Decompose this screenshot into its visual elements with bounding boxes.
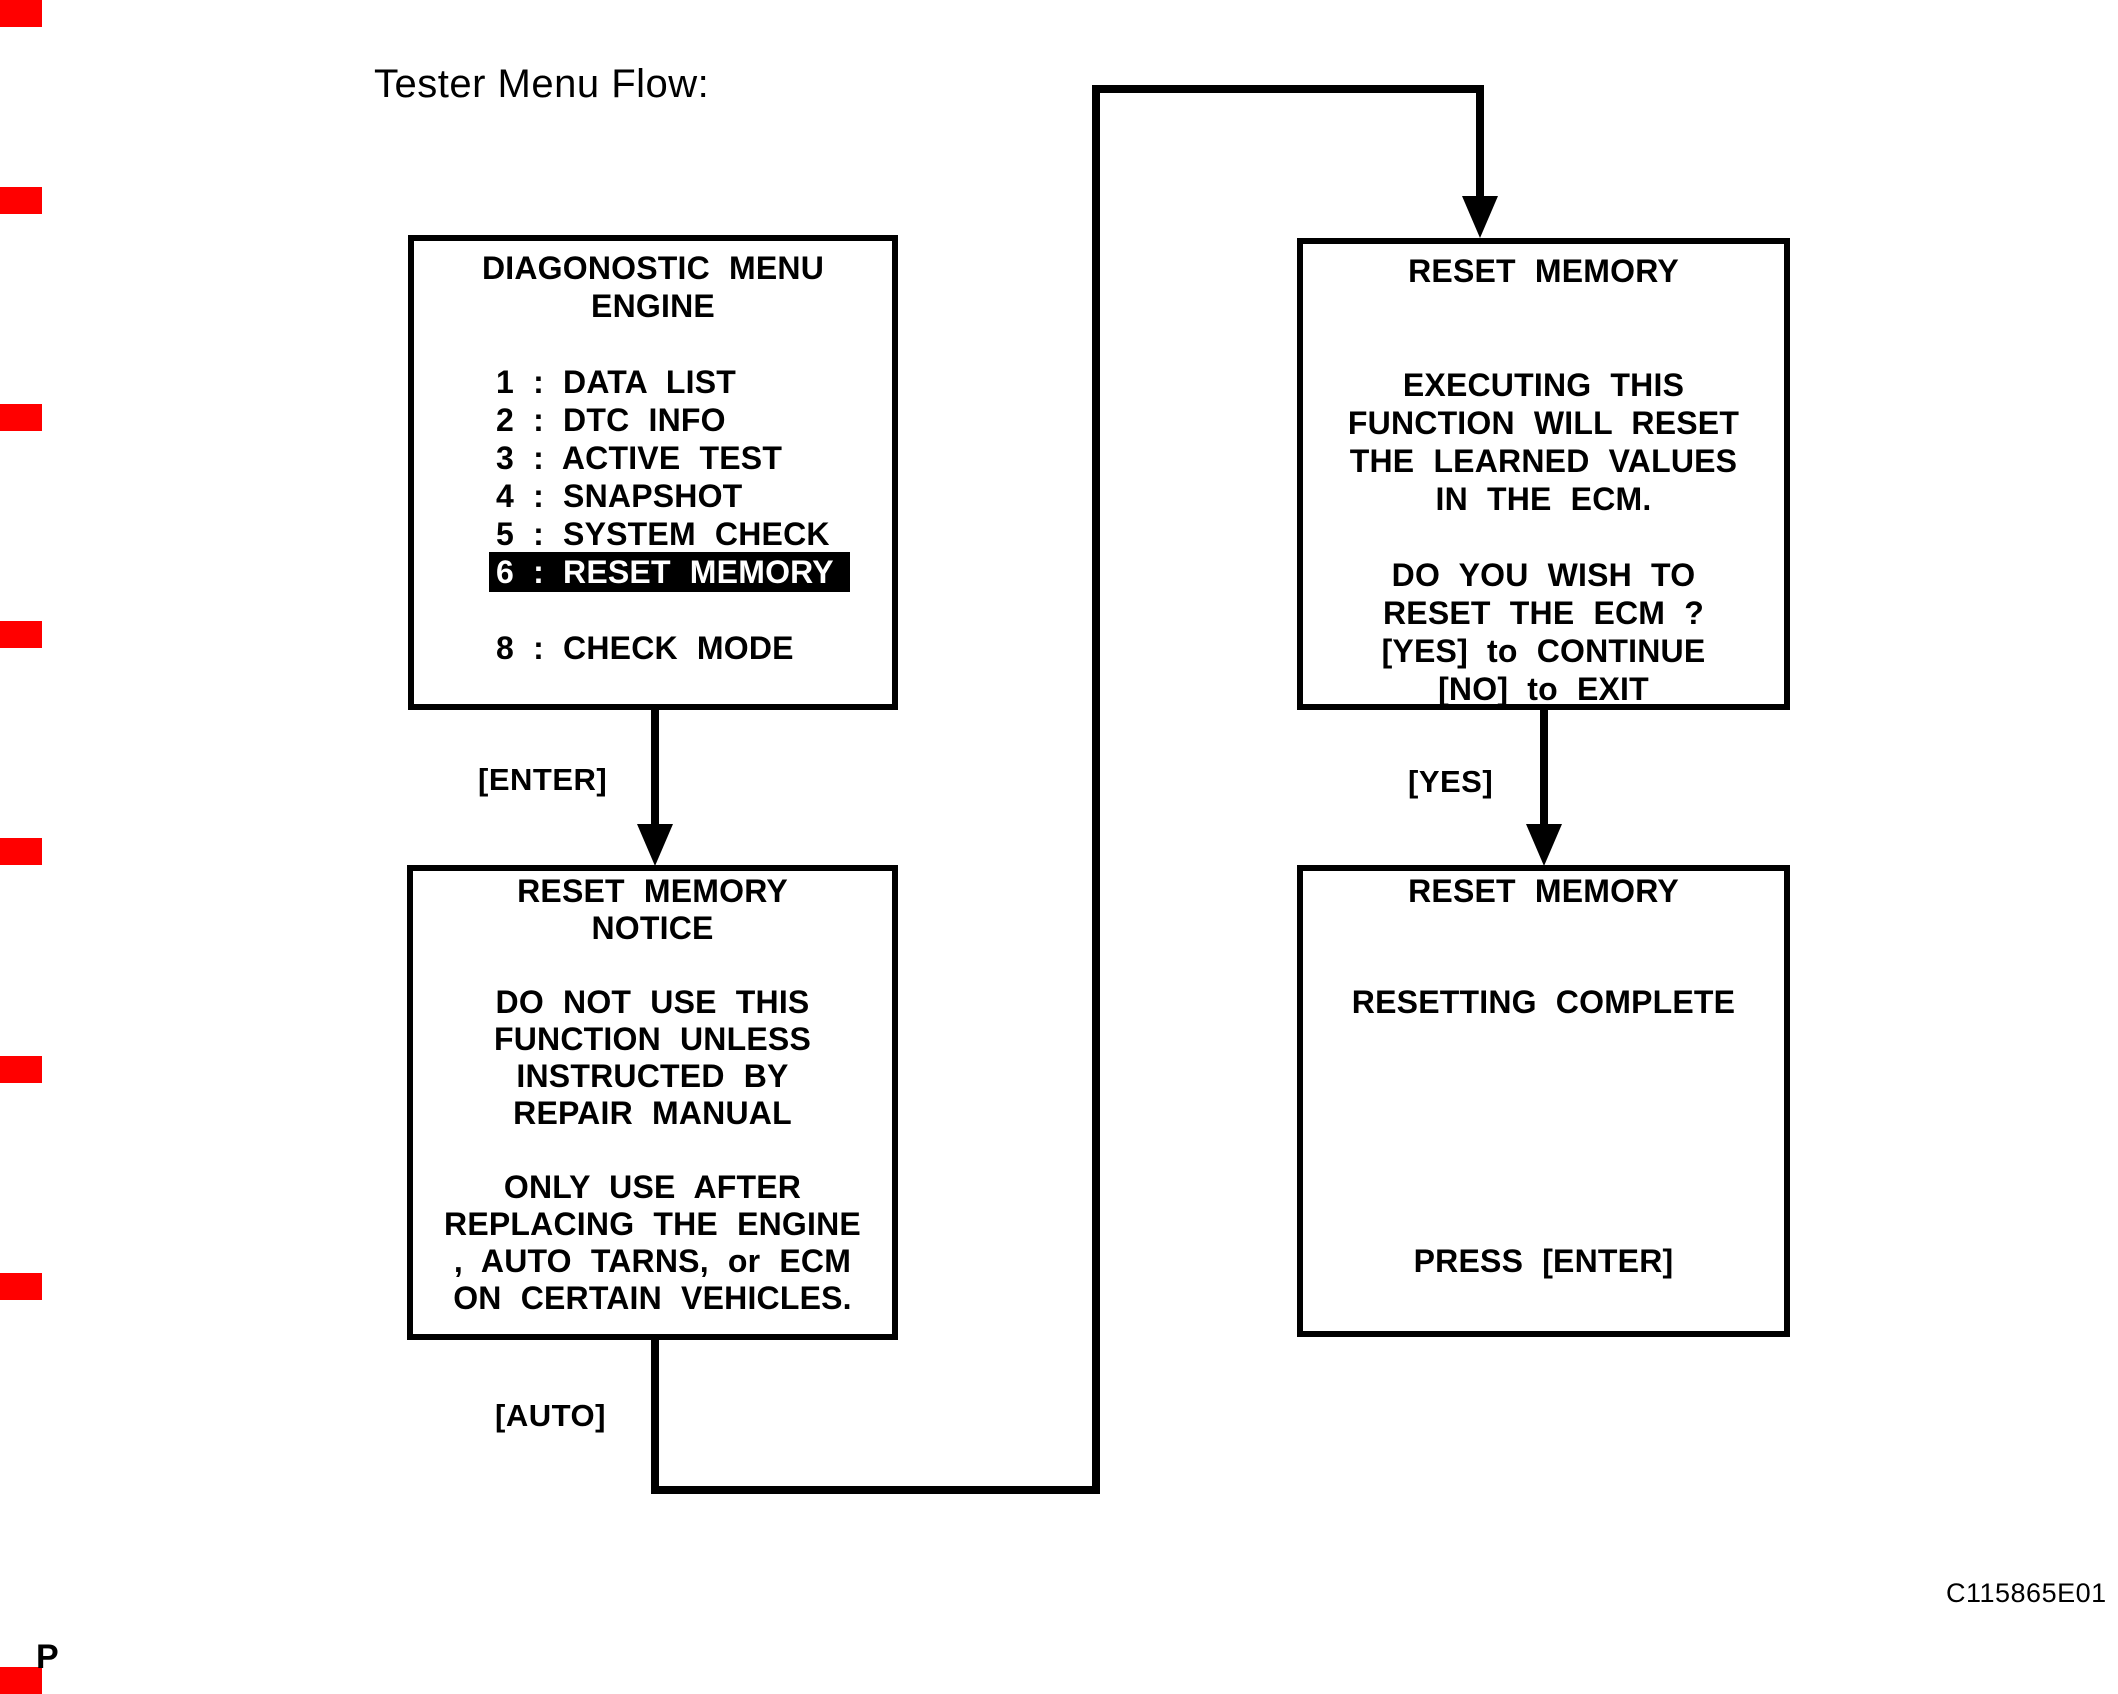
screen-line: 1 : DATA LIST: [496, 364, 736, 400]
auto-route-segment-top: [1092, 85, 1484, 93]
screen-line: [1303, 1169, 1784, 1206]
screen-line: ONLY USE AFTER: [503, 1169, 802, 1205]
screen-line: RESET THE ECM ?: [1382, 595, 1704, 631]
screen-line: DIAGONOSTIC MENU: [481, 250, 825, 286]
screen-line: , AUTO TARNS, or ECM: [453, 1243, 852, 1279]
screen-line: DO NOT USE THIS: [495, 984, 810, 1020]
screen-line: ENGINE: [591, 288, 715, 324]
screen-line: [1303, 910, 1784, 947]
screen-line: [413, 1132, 892, 1169]
screen-line: FUNCTION UNLESS: [494, 1021, 811, 1057]
screen-line: DO YOU WISH TO: [1391, 557, 1696, 593]
screen-line: EXECUTING THIS: [1402, 367, 1685, 403]
screen-line: 4 : SNAPSHOT: [496, 478, 743, 514]
screen-line: RESET MEMORY: [1408, 253, 1679, 289]
screen-line: PRESS [ENTER]: [1413, 1243, 1674, 1279]
yes-arrowhead-icon: [1526, 824, 1562, 866]
screen-line: INSTRUCTED BY: [516, 1058, 789, 1094]
screen-line: 2 : DTC INFO: [496, 402, 726, 438]
screen-line: [1303, 518, 1784, 556]
auto-route-segment-down: [651, 1338, 659, 1494]
screen-reset-memory-complete: RESET MEMORY RESETTING COMPLETE PRESS [ENT…: [1297, 865, 1790, 1337]
screen-line: [1303, 1132, 1784, 1169]
enter-key-label: [ENTER]: [478, 762, 608, 797]
edge-mark: [0, 1273, 42, 1300]
screen-line: [1303, 1021, 1784, 1058]
auto-route-segment-up: [1092, 85, 1100, 1494]
page-letter: P: [36, 1638, 59, 1676]
edge-mark: [0, 1667, 42, 1694]
screen-line: 5 : SYSTEM CHECK: [496, 516, 830, 552]
edge-mark: [0, 0, 42, 27]
screen-line: [YES] to CONTINUE: [1381, 633, 1706, 669]
yes-key-label: [YES]: [1408, 764, 1494, 799]
figure-code: C115865E01: [1946, 1578, 2107, 1608]
auto-route-arrowhead-icon: [1462, 196, 1498, 238]
screen-line: [413, 947, 892, 984]
screen-line: [NO] to EXIT: [1438, 671, 1649, 707]
edge-mark: [0, 621, 42, 648]
screen-line: RESETTING COMPLETE: [1351, 984, 1736, 1020]
screen-line: [414, 325, 892, 363]
auto-route-segment-into-box: [1476, 85, 1484, 200]
screen-line: [1303, 1206, 1784, 1243]
screen-line: THE LEARNED VALUES: [1349, 443, 1738, 479]
screen-line: REPLACING THE ENGINE: [444, 1206, 861, 1242]
menu-item-selected: 6 : RESET MEMORY: [414, 552, 892, 592]
screen-line: [1303, 290, 1784, 328]
screen-line: NOTICE: [591, 910, 714, 946]
screen-line: [1303, 328, 1784, 366]
screen-line: REPAIR MANUAL: [513, 1095, 792, 1131]
page-title: Tester Menu Flow:: [374, 62, 710, 106]
edge-mark: [0, 1056, 42, 1083]
enter-arrow-line: [651, 710, 659, 826]
screen-line: ON CERTAIN VEHICLES.: [453, 1280, 852, 1316]
screen-line: [1303, 947, 1784, 984]
edge-mark: [0, 404, 42, 431]
enter-arrowhead-icon: [637, 824, 673, 866]
screen-line: [1303, 1095, 1784, 1132]
screen-line: RESET MEMORY: [1408, 873, 1679, 909]
auto-key-label: [AUTO]: [495, 1398, 606, 1433]
screen-line: RESET MEMORY: [517, 873, 788, 909]
screen-line: 8 : CHECK MODE: [496, 630, 794, 666]
screen-line: [414, 591, 892, 629]
auto-route-segment-bottom: [651, 1486, 1100, 1494]
screen-line: FUNCTION WILL RESET: [1347, 405, 1740, 441]
edge-mark: [0, 838, 42, 865]
screen-line: 3 : ACTIVE TEST: [496, 440, 783, 476]
screen-line: IN THE ECM.: [1435, 481, 1652, 517]
screen-line: [1303, 1058, 1784, 1095]
edge-mark: [0, 187, 42, 214]
yes-arrow-line: [1540, 710, 1548, 826]
